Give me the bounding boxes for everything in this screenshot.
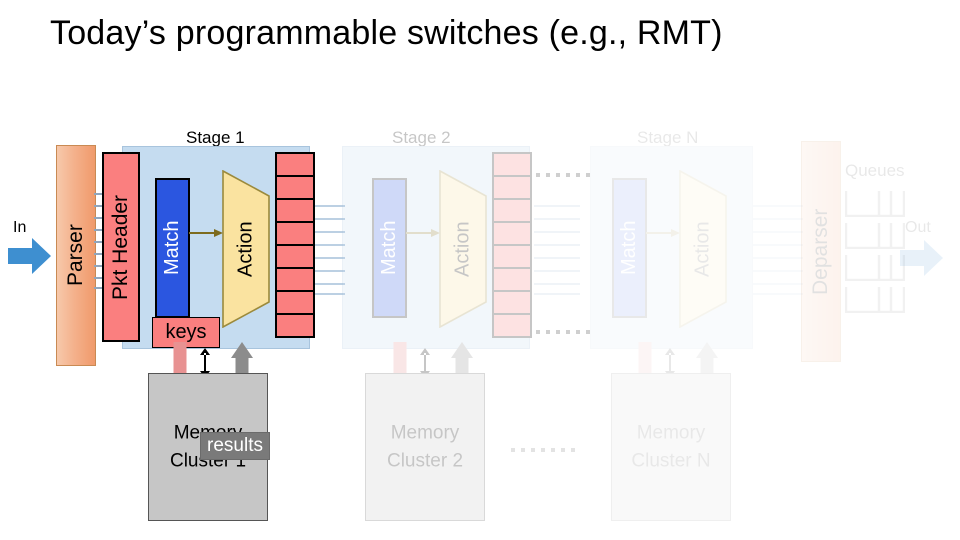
- memory-cluster-n-label: Memory Cluster N: [612, 419, 730, 474]
- queue-icon: [845, 255, 905, 281]
- register-cell: [277, 315, 313, 336]
- in-label: In: [13, 219, 27, 236]
- register-cell: [494, 177, 530, 200]
- results-label: results: [207, 435, 263, 456]
- pkt-header-block: Pkt Header: [102, 152, 140, 342]
- stage-n-action-label: Action: [691, 221, 714, 277]
- stage-n-results-pipe: [669, 342, 718, 419]
- stage-1-action-block: Action: [222, 170, 270, 328]
- stage-2-output-bus: [534, 205, 580, 295]
- stage-2-match-block: Match: [372, 178, 407, 318]
- stage-2-box: [342, 146, 530, 349]
- memory-cluster-2-line2: Cluster 2: [386, 450, 464, 471]
- stage-n-label: Stage N: [637, 128, 699, 147]
- register-cell: [494, 269, 530, 292]
- register-cell: [494, 315, 530, 336]
- stage-1-match-label: Match: [161, 220, 183, 276]
- memory-cluster-2-label: Memory Cluster 2: [366, 419, 484, 474]
- stage-1-action-label: Action: [234, 221, 257, 277]
- deparser-label: Deparser: [809, 208, 832, 295]
- in-arrow-icon: [8, 238, 51, 274]
- stage-n-match-block: Match: [612, 178, 647, 318]
- stage-n-bidirectional-arrow-icon: [665, 348, 675, 378]
- stage-1-match-action-arrow: [189, 229, 223, 237]
- stage-2-action-block: Action: [439, 170, 487, 328]
- stage-1-output-bus: [315, 205, 345, 295]
- memory-cluster-2: Memory Cluster 2: [365, 373, 485, 521]
- parser-header-connectors: [94, 193, 104, 289]
- memory-cluster-n-line1: Memory: [636, 422, 706, 444]
- memory-cluster-2-line1: Memory: [390, 422, 460, 444]
- memory-cluster-n-line2: Cluster N: [631, 450, 711, 471]
- register-cell: [494, 246, 530, 269]
- out-arrow-icon: [900, 240, 943, 276]
- page-title: Today’s programmable switches (e.g., RMT…: [50, 14, 723, 52]
- stage-top-ellipsis: [536, 173, 590, 177]
- stage-2-match-action-arrow: [406, 229, 440, 237]
- register-cell: [494, 154, 530, 177]
- register-cell: [277, 269, 313, 292]
- stage-2-action-label: Action: [451, 221, 474, 277]
- register-cell: [494, 223, 530, 246]
- out-label: Out: [905, 219, 931, 236]
- stage-2-label: Stage 2: [392, 128, 451, 147]
- keys-label: keys: [165, 321, 207, 343]
- register-cell: [277, 246, 313, 269]
- stage-1-bidirectional-arrow-icon: [200, 348, 210, 378]
- register-cell: [277, 223, 313, 246]
- register-cell: [277, 200, 313, 223]
- pkt-header-label: Pkt Header: [109, 194, 132, 300]
- stage-n-match-label: Match: [618, 220, 640, 276]
- stage-bottom-ellipsis: [536, 330, 590, 334]
- register-cell: [494, 200, 530, 223]
- results-badge: results: [200, 432, 270, 460]
- register-cell: [494, 292, 530, 315]
- register-cell: [277, 177, 313, 200]
- stage-2-keys-pipe: [393, 342, 438, 419]
- stage-1-register-column: [275, 152, 315, 338]
- stage-n-action-block: Action: [679, 170, 727, 328]
- stage-n-output-bus: [753, 205, 803, 295]
- parser-block: Parser: [56, 145, 96, 366]
- parser-label: Parser: [64, 224, 87, 287]
- register-cell: [277, 154, 313, 177]
- register-cell: [277, 292, 313, 315]
- queue-icon: [845, 287, 905, 313]
- stage-2-match-label: Match: [378, 220, 400, 276]
- stage-2-bidirectional-arrow-icon: [420, 348, 430, 378]
- stage-n-keys-pipe: [638, 342, 683, 419]
- stage-1-match-block: Match: [155, 178, 190, 318]
- stage-n-box: [590, 146, 753, 349]
- stage-2-results-pipe: [424, 342, 473, 419]
- stage-n-match-action-arrow: [646, 229, 680, 237]
- queues-label: Queues: [845, 161, 905, 180]
- stage-1-label: Stage 1: [186, 128, 245, 147]
- stage-2-register-column: [492, 152, 532, 338]
- memory-ellipsis: [511, 448, 575, 452]
- memory-cluster-n: Memory Cluster N: [611, 373, 731, 521]
- queue-icon: [845, 191, 905, 217]
- deparser-block: Deparser: [801, 141, 841, 362]
- queue-icon: [845, 223, 905, 249]
